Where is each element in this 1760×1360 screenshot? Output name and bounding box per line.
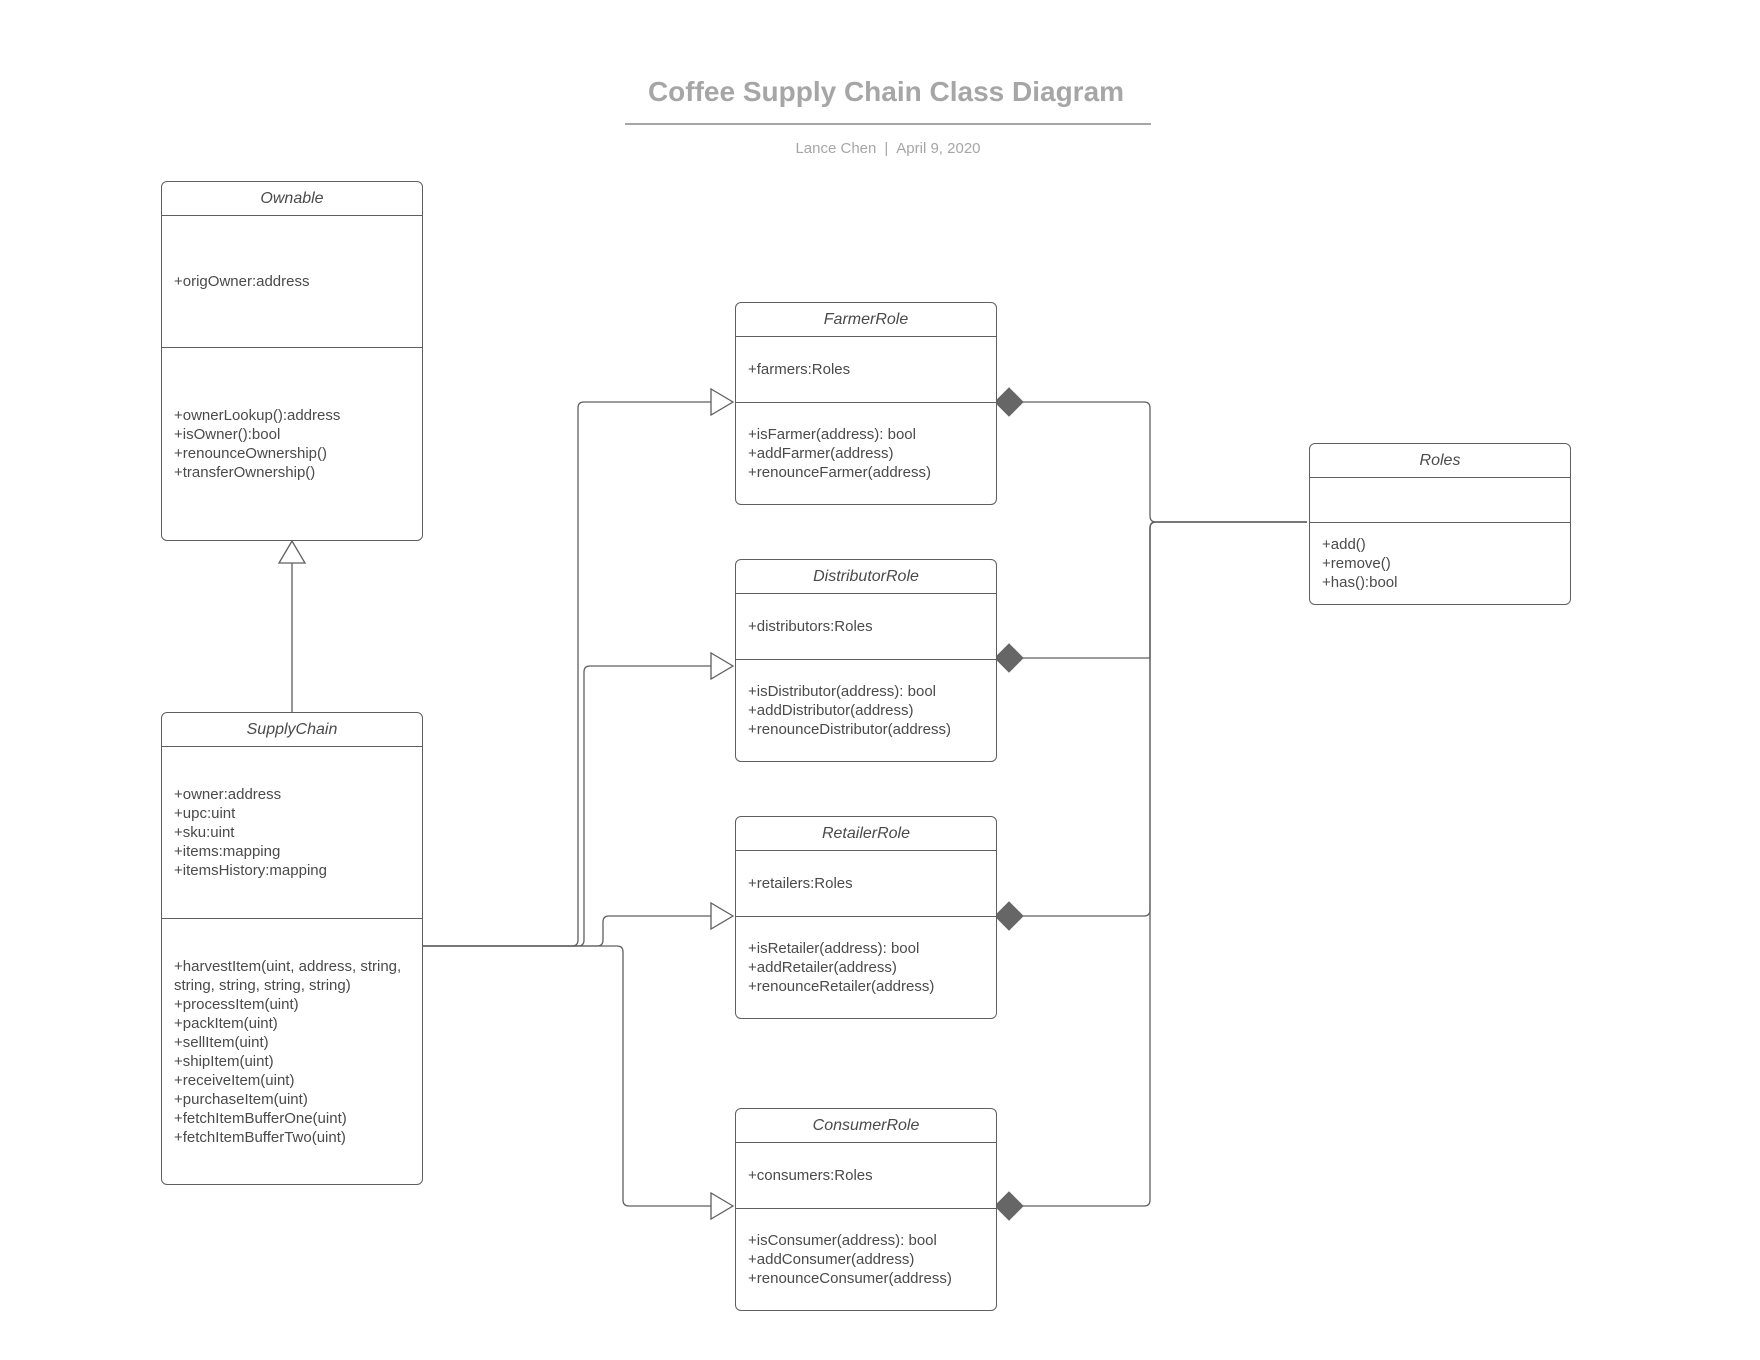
operations-section: +ownerLookup():address +isOwner():bool +… bbox=[162, 348, 422, 540]
operations-section: +add() +remove() +has():bool bbox=[1310, 523, 1570, 603]
attributes-section: +farmers:Roles bbox=[736, 337, 996, 403]
composition-line-distributorrole bbox=[1023, 521, 1307, 659]
operation: +isFarmer(address): bool bbox=[748, 425, 916, 443]
composition-line-consumerrole bbox=[1023, 521, 1307, 1207]
class-name: SupplyChain bbox=[162, 713, 422, 747]
operation: +shipItem(uint) bbox=[174, 1052, 274, 1070]
attribute: +farmers:Roles bbox=[748, 361, 851, 378]
operation: +addFarmer(address) bbox=[748, 444, 894, 462]
author-name: Lance Chen bbox=[795, 140, 877, 157]
operation: +transferOwnership() bbox=[174, 464, 316, 481]
composition-line-retailerrole bbox=[1023, 521, 1307, 917]
operations-section: +isFarmer(address): bool +addFarmer(addr… bbox=[736, 403, 996, 503]
composition-diamond-distributorrole bbox=[994, 643, 1024, 673]
operations-section: +isRetailer(address): bool +addRetailer(… bbox=[736, 917, 996, 1017]
operation: +packItem(uint) bbox=[174, 1014, 278, 1032]
diagram-title: Coffee Supply Chain Class Diagram bbox=[647, 76, 1125, 107]
class-box-ownable[interactable]: Ownable +origOwner:address +ownerLookup(… bbox=[161, 181, 423, 541]
attributes-section: +owner:address +upc:uint +sku:uint +item… bbox=[162, 747, 422, 919]
diagram-date: April 9, 2020 bbox=[896, 140, 981, 157]
inheritance-line-consumerrole bbox=[423, 945, 711, 1207]
class-name: DistributorRole bbox=[736, 560, 996, 594]
class-name: ConsumerRole bbox=[736, 1109, 996, 1143]
attribute: +retailers:Roles bbox=[748, 875, 853, 892]
operation: +renounceConsumer(address) bbox=[748, 1269, 952, 1287]
operation: +add() bbox=[1322, 535, 1366, 553]
operation: +renounceFarmer(address) bbox=[748, 463, 931, 481]
inheritance-line-distributorrole bbox=[423, 665, 711, 947]
composition-diamond-retailerrole bbox=[994, 901, 1024, 931]
diagram-subtitle: Lance Chen | April 9, 2020 bbox=[625, 140, 1151, 157]
operation: +addDistributor(address) bbox=[748, 701, 914, 719]
attributes-section: +origOwner:address bbox=[162, 216, 422, 348]
composition-diamond-farmerrole bbox=[994, 387, 1024, 417]
inheritance-arrowhead-consumerrole bbox=[710, 1191, 735, 1221]
attributes-section: +retailers:Roles bbox=[736, 851, 996, 917]
operation: +fetchItemBufferTwo(uint) bbox=[174, 1128, 346, 1146]
operation: +processItem(uint) bbox=[174, 995, 299, 1013]
attributes-section bbox=[1310, 478, 1570, 523]
class-box-farmerrole[interactable]: FarmerRole +farmers:Roles +isFarmer(addr… bbox=[735, 302, 997, 505]
class-name: FarmerRole bbox=[736, 303, 996, 337]
inheritance-arrowhead-retailerrole bbox=[710, 901, 735, 931]
inheritance-arrowhead-farmerrole bbox=[710, 387, 735, 417]
operation: +renounceOwnership() bbox=[174, 445, 327, 462]
class-name: RetailerRole bbox=[736, 817, 996, 851]
operations-section: +isConsumer(address): bool +addConsumer(… bbox=[736, 1209, 996, 1309]
composition-diamond-consumerrole bbox=[994, 1191, 1024, 1221]
attributes-section: +distributors:Roles bbox=[736, 594, 996, 660]
attribute: +distributors:Roles bbox=[748, 618, 873, 635]
operation: +addConsumer(address) bbox=[748, 1250, 915, 1268]
attributes-section: +consumers:Roles bbox=[736, 1143, 996, 1209]
operation: +renounceDistributor(address) bbox=[748, 720, 952, 738]
operation: +fetchItemBufferOne(uint) bbox=[174, 1109, 347, 1127]
title-underline bbox=[625, 123, 1151, 125]
operation: +renounceRetailer(address) bbox=[748, 977, 935, 995]
operation: +remove() bbox=[1322, 554, 1391, 572]
attribute: +itemsHistory:mapping bbox=[174, 862, 327, 879]
class-box-supplychain[interactable]: SupplyChain +owner:address +upc:uint +sk… bbox=[161, 712, 423, 1185]
attribute: +consumers:Roles bbox=[748, 1167, 873, 1184]
operation: +addRetailer(address) bbox=[748, 958, 897, 976]
class-name: Roles bbox=[1310, 444, 1570, 478]
operations-section: +isDistributor(address): bool +addDistri… bbox=[736, 660, 996, 760]
operation: +purchaseItem(uint) bbox=[174, 1090, 308, 1108]
inheritance-arrowhead-distributorrole bbox=[710, 651, 735, 681]
operation: +has():bool bbox=[1322, 573, 1398, 591]
inheritance-line-farmerrole bbox=[423, 401, 711, 947]
inheritance-line-retailerrole bbox=[423, 915, 711, 947]
class-box-consumerrole[interactable]: ConsumerRole +consumers:Roles +isConsume… bbox=[735, 1108, 997, 1311]
operations-section: +harvestItem(uint, address, string, stri… bbox=[162, 919, 422, 1184]
operation: +isConsumer(address): bool bbox=[748, 1231, 937, 1249]
operation: +harvestItem(uint, address, string, stri… bbox=[174, 957, 402, 994]
attribute: +items:mapping bbox=[174, 843, 281, 860]
operation: +isRetailer(address): bool bbox=[748, 939, 920, 957]
operation: +isDistributor(address): bool bbox=[748, 682, 936, 700]
inheritance-arrowhead-ownable bbox=[277, 539, 307, 564]
subtitle-separator: | bbox=[884, 140, 889, 157]
class-box-distributorrole[interactable]: DistributorRole +distributors:Roles +isD… bbox=[735, 559, 997, 762]
attribute: +sku:uint bbox=[174, 824, 235, 841]
class-box-retailerrole[interactable]: RetailerRole +retailers:Roles +isRetaile… bbox=[735, 816, 997, 1019]
attribute: +origOwner:address bbox=[174, 273, 310, 290]
class-box-roles[interactable]: Roles +add() +remove() +has():bool bbox=[1309, 443, 1571, 605]
attribute: +upc:uint bbox=[174, 805, 236, 822]
operation: +isOwner():bool bbox=[174, 426, 281, 443]
operation: +sellItem(uint) bbox=[174, 1033, 269, 1051]
attribute: +owner:address bbox=[174, 786, 282, 803]
class-name: Ownable bbox=[162, 182, 422, 216]
operation: +receiveItem(uint) bbox=[174, 1071, 295, 1089]
composition-line-farmerrole bbox=[1023, 401, 1307, 523]
operation: +ownerLookup():address bbox=[174, 407, 341, 424]
